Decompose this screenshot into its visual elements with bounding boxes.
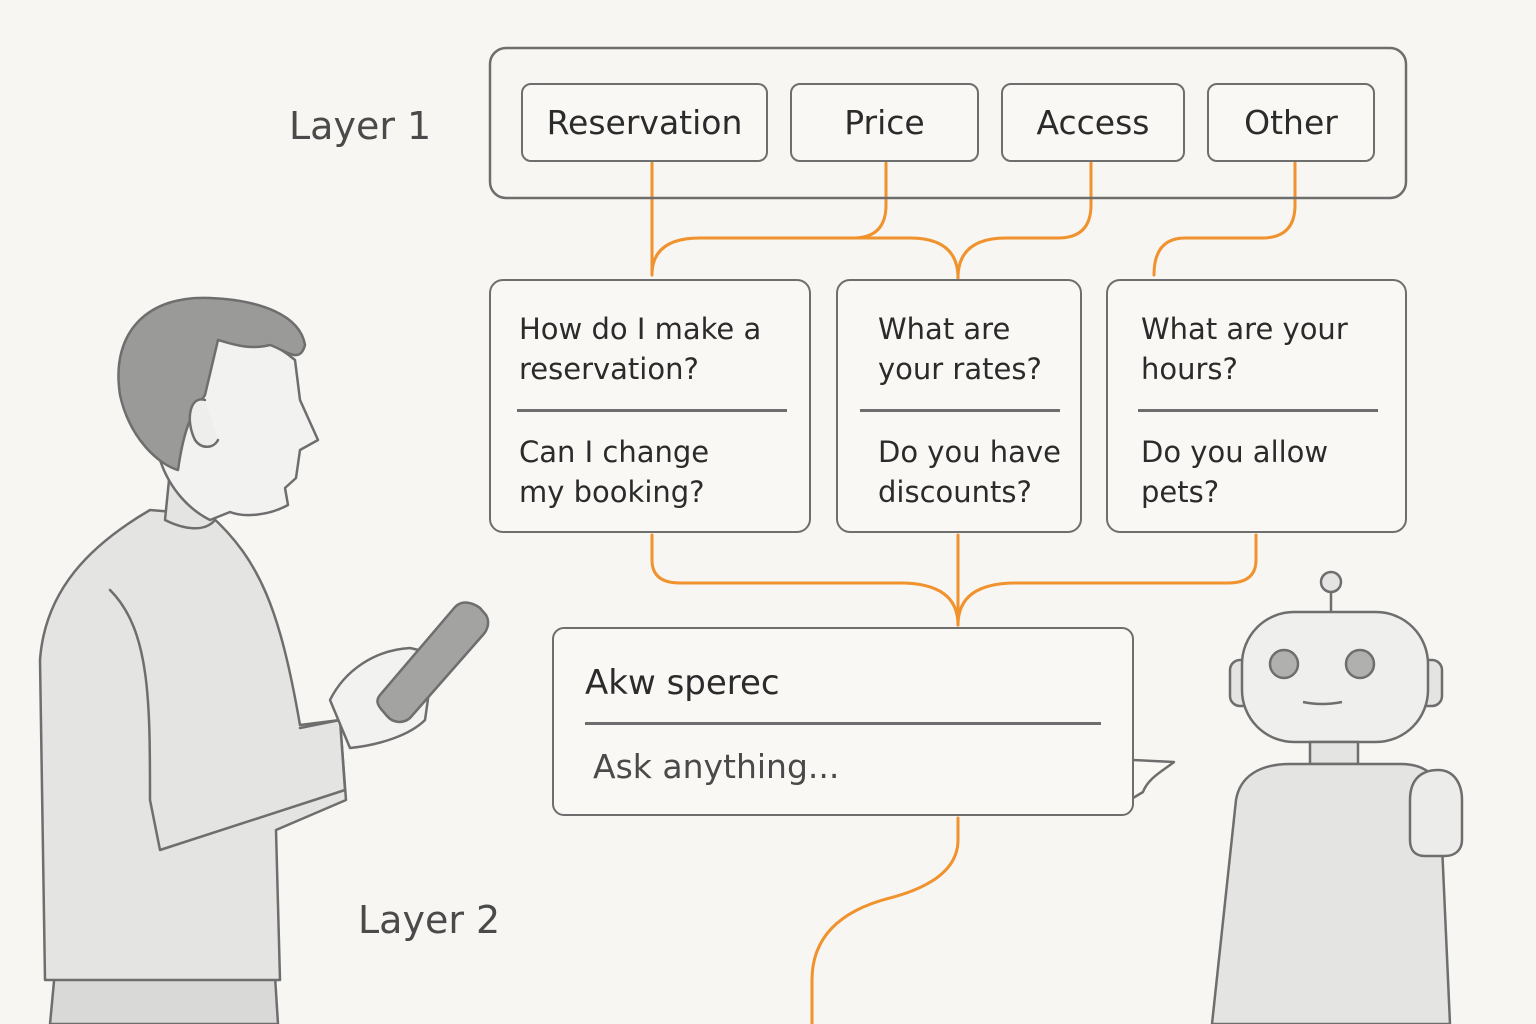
- card-divider: [860, 409, 1060, 412]
- chat-title: Akw sperec: [585, 663, 780, 703]
- robot-neck: [1308, 740, 1360, 766]
- category-other-button[interactable]: Other: [1207, 83, 1375, 162]
- robot-illustration: [1210, 570, 1464, 1024]
- connector-price: [650, 161, 888, 277]
- question-card-price: What are your rates? Do you have discoun…: [836, 279, 1082, 533]
- robot-head: [1240, 610, 1430, 744]
- card-divider: [1138, 409, 1378, 412]
- connector-card1-down: [650, 533, 960, 627]
- question-item[interactable]: What are your hours?: [1141, 312, 1348, 386]
- robot-antenna-tip: [1319, 570, 1343, 594]
- layer2-label: Layer 2: [358, 898, 501, 942]
- question-card-other: What are your hours? Do you allow pets?: [1106, 279, 1407, 533]
- category-reservation-button[interactable]: Reservation: [521, 83, 768, 162]
- connector-price-to-rates: [851, 236, 960, 280]
- question-item[interactable]: Do you allow pets?: [1141, 435, 1329, 509]
- person-illustration: [38, 296, 490, 1024]
- person-hair: [117, 296, 307, 472]
- person-arm: [108, 588, 347, 852]
- layer1-label: Layer 1: [289, 104, 432, 148]
- category-access-button[interactable]: Access: [1001, 83, 1185, 162]
- question-card-reservation: How do I make a reservation? Can I chang…: [489, 279, 811, 533]
- phone-icon: [376, 601, 490, 724]
- question-item[interactable]: Do you have discounts?: [878, 435, 1061, 509]
- robot-mouth: [1302, 700, 1343, 706]
- category-price-button[interactable]: Price: [790, 83, 979, 162]
- connector-access: [956, 161, 1093, 280]
- card-divider: [517, 409, 787, 412]
- person-ear: [188, 398, 220, 448]
- robot-left-eye: [1268, 648, 1300, 680]
- chat-box: Akw sperec Ask anything...: [552, 627, 1134, 816]
- connector-chat-down: [810, 816, 960, 1024]
- chat-input-field[interactable]: Ask anything...: [593, 747, 840, 786]
- question-item[interactable]: Can I change my booking?: [519, 435, 710, 509]
- question-item[interactable]: How do I make a reservation?: [519, 312, 762, 386]
- chat-divider: [585, 722, 1101, 725]
- connector-card3-down: [956, 533, 1258, 627]
- layer1-container: [488, 46, 1408, 200]
- question-item[interactable]: What are your rates?: [878, 312, 1042, 386]
- chat-bubble-tail: [1132, 758, 1176, 800]
- robot-arm: [1408, 768, 1464, 858]
- connector-lines: [650, 161, 1297, 1024]
- connector-other: [1152, 161, 1297, 277]
- robot-right-eye: [1344, 648, 1376, 680]
